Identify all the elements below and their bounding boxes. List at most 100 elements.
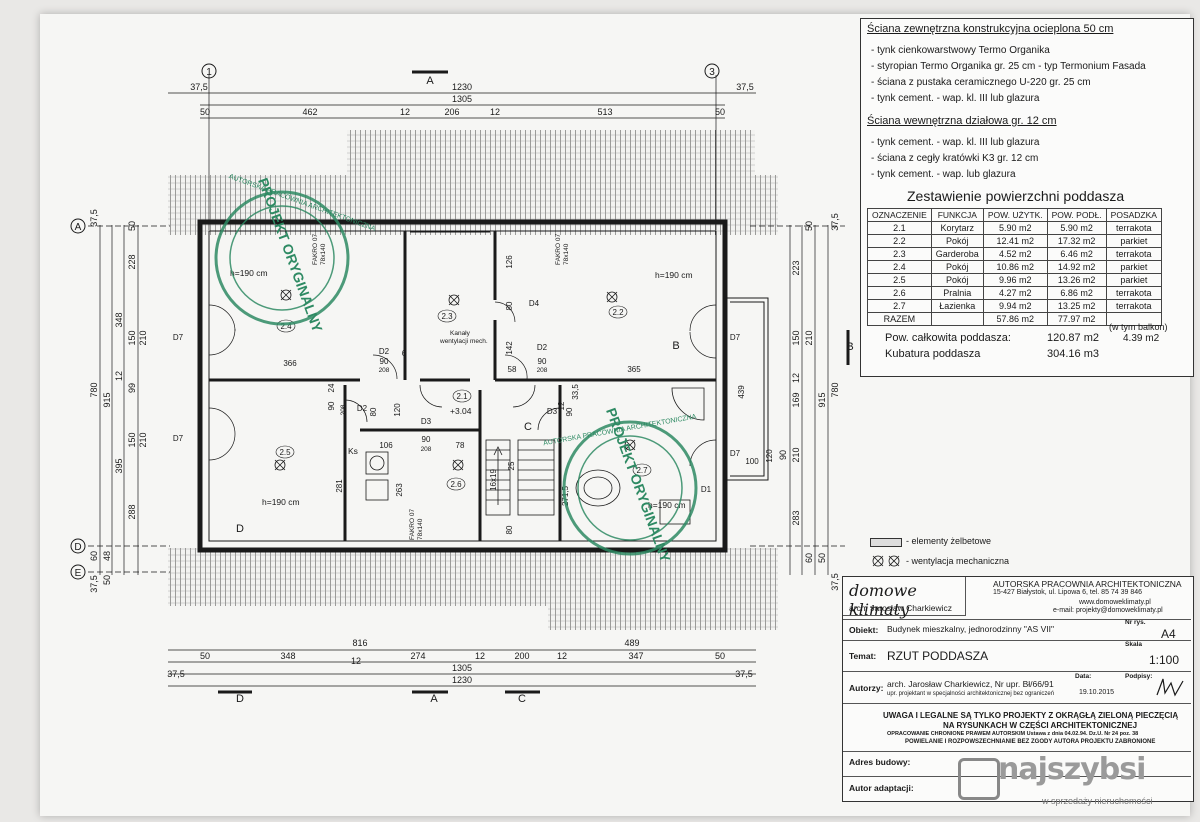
dim-right-50-top: 50 [804, 221, 814, 231]
svg-text:16x19: 16x19 [489, 469, 498, 491]
dim-right-150: 150 [791, 330, 801, 345]
dim-right-210a: 210 [804, 330, 814, 345]
watermark: najszybsi w sprzedaży nieruchomości [956, 752, 1192, 812]
note-h190-b: h=190 cm [655, 270, 693, 280]
svg-text:90: 90 [327, 401, 336, 410]
studio-website: www.domoweklimaty.pl [1079, 599, 1151, 606]
col-function: FUNKCJA [930, 208, 984, 222]
dim-left-99: 99 [127, 383, 137, 393]
area-summary-panel: Zestawienie powierzchni poddasza OZNACZE… [860, 186, 1194, 377]
sheet-value: A4 [1161, 627, 1176, 641]
table-cell: 13.25 m2 [1046, 299, 1107, 313]
notice-line-1: UWAGA I LEGALNE SĄ TYLKO PROJEKTY Z OKRĄ… [883, 711, 1179, 720]
dim-top-12b: 12 [490, 107, 500, 117]
table-cell: Pokój [930, 234, 984, 248]
note-level: +3.04 [450, 406, 472, 416]
table-cell: 5.90 m2 [982, 221, 1048, 235]
door-tag-d7-b: D7 [173, 434, 184, 443]
concrete-swatch [870, 538, 902, 547]
svg-text:6: 6 [402, 349, 407, 358]
door-tag-d3-a: D3 [421, 417, 432, 426]
table-cell: Garderoba [930, 247, 984, 261]
svg-text:2.7: 2.7 [636, 466, 648, 475]
table-cell: 5.90 m2 [1046, 221, 1107, 235]
dim-bottom-12c: 12 [557, 651, 567, 661]
col-designation: OZNACZENIE [867, 208, 932, 222]
dim-right-37-top: 37,5 [830, 213, 840, 231]
table-cell: 2.2 [867, 234, 932, 248]
balcony-note: (w tym balkon) [1109, 322, 1168, 332]
table-cell: 10.86 m2 [982, 260, 1048, 274]
room-2-6: 2.6 [446, 477, 466, 491]
svg-text:2.3: 2.3 [441, 312, 453, 321]
skylight-3-size: 78x140 [417, 518, 424, 540]
notice-line-4: POWIELANIE I ROZPOWSZECHNIANIE BEZ ZGODY… [905, 739, 1156, 745]
dim-left-915: 915 [102, 392, 112, 407]
svg-text:365: 365 [627, 365, 641, 374]
area-table-title: Zestawienie powierzchni poddasza [907, 188, 1125, 204]
dim-top-50-left: 50 [200, 107, 210, 117]
build-address-row [843, 751, 1191, 777]
table-cell: 9.94 m2 [982, 299, 1048, 313]
table-cell: 2.5 [867, 273, 932, 287]
note-h190-d: h=190 cm [648, 500, 686, 510]
studio-email: e-mail: projekty@domoweklimaty.pl [1053, 607, 1163, 614]
col-flooring: POSADZKA [1105, 208, 1162, 222]
studio-name: AUTORSKA PRACOWNIA ARCHITEKTONICZNA [993, 579, 1182, 589]
door-tag-d2-c: D2 [357, 404, 368, 413]
topic-value: RZUT PODDASZA [887, 649, 989, 663]
section-a-bottom: A [430, 693, 438, 705]
authors-label: Autorzy: [849, 683, 884, 693]
table-cell: RAZEM [867, 312, 932, 326]
axis-label-a: A [75, 222, 82, 233]
outer-walls [197, 219, 728, 553]
table-cell: parkiet [1105, 234, 1162, 248]
roof-slopes [168, 130, 778, 630]
note-h190-c: h=190 cm [262, 497, 300, 507]
inner-dimensions: 366 90 6 208 365 142 58 90 208 126 80 24… [283, 255, 774, 535]
date-value: 19.10.2015 [1079, 689, 1115, 696]
ventilation-symbols [274, 289, 636, 471]
svg-text:25: 25 [507, 461, 516, 470]
external-layer-2: - styropian Termo Organika gr. 25 cm - t… [871, 61, 1146, 72]
object-label: Obiekt: [849, 625, 879, 635]
dim-left-37-bottom: 37,5 [89, 575, 99, 593]
notice-line-2: NA RYSUNKACH W CZĘŚCI ARCHITEKTONICZNEJ [943, 721, 1138, 730]
svg-text:263: 263 [395, 483, 404, 497]
door-tag-d1: D1 [701, 485, 712, 494]
dim-right-50-bottom: 50 [817, 553, 827, 563]
area-table: OZNACZENIE FUNKCJA POW. UŻYTK. POW. PODŁ… [867, 208, 1162, 326]
table-cell: 13.26 m2 [1046, 273, 1107, 287]
table-cell: Korytarz [930, 221, 984, 235]
svg-text:90: 90 [422, 435, 431, 444]
internal-layer-2: - ściana z cegły kratówki K3 gr. 12 cm [871, 153, 1039, 164]
dim-right-60: 60 [804, 553, 814, 563]
dim-bottom-200: 200 [514, 651, 529, 661]
svg-text:90: 90 [380, 357, 389, 366]
table-cell: Pralnia [930, 286, 984, 300]
bathroom-fixtures [365, 387, 705, 525]
internal-wall-title: Ściana wewnętrzna działowa gr. 12 cm [867, 115, 1057, 127]
svg-text:281: 281 [335, 479, 344, 493]
room-notes: h=190 cm h=190 cm h=190 cm h=190 cm +3.0… [230, 268, 693, 510]
svg-text:58: 58 [508, 365, 517, 374]
external-layer-1: - tynk cienkowarstwowy Termo Organika [871, 45, 1050, 56]
signature-icon [1156, 678, 1184, 697]
dim-top-513: 513 [597, 107, 612, 117]
firm-logo: domowe klimaty [849, 581, 917, 619]
table-cell: 9.96 m2 [982, 273, 1048, 287]
table-cell: 17.32 m2 [1046, 234, 1107, 248]
legend-concrete: - elementy żelbetowe [906, 536, 992, 546]
table-cell: parkiet [1105, 273, 1162, 287]
room-2-1: 2.1 [452, 389, 472, 403]
note-ks: Ks [348, 446, 358, 456]
section-b-inner: B [672, 340, 679, 352]
svg-text:2.2: 2.2 [612, 308, 624, 317]
skylight-3-label: FAKRO 07 [409, 509, 416, 540]
